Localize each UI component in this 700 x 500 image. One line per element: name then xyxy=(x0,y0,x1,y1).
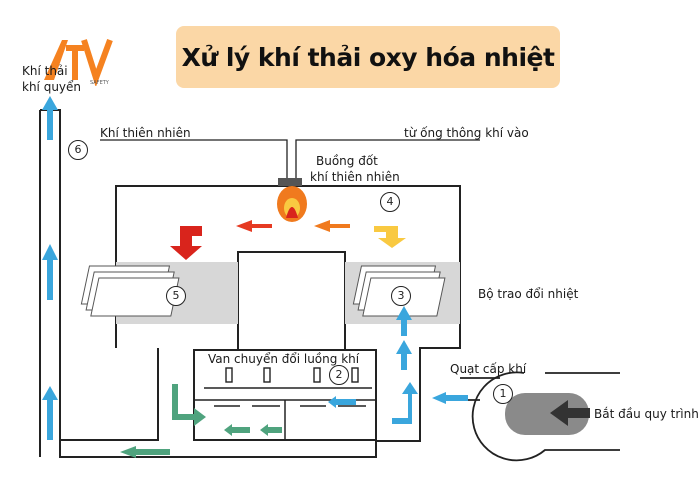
burner-head xyxy=(278,178,302,186)
gas-pipe xyxy=(100,139,288,180)
hot-flow-arrows xyxy=(170,220,406,260)
green-flow-arrows xyxy=(120,384,282,458)
label-heat-exchanger: Bộ trao đổi nhiệt xyxy=(478,287,579,301)
label-start: Bắt đầu quy trình xyxy=(594,407,699,421)
label-burner-line1: Buồng đốt xyxy=(316,154,378,168)
blue-inlet-arrows xyxy=(328,306,468,424)
media-sheets-left xyxy=(80,265,180,317)
page-title: Xử lý khí thải oxy hóa nhiệt xyxy=(181,42,555,72)
step-badge-1: 1 xyxy=(493,384,513,404)
exhaust-duct-inner-right xyxy=(59,110,159,441)
process-start-arrow xyxy=(550,400,590,426)
blue-exhaust-arrows xyxy=(42,96,58,440)
step-badge-3: 3 xyxy=(391,286,411,306)
center-block xyxy=(237,251,346,350)
step-badge-2: 2 xyxy=(329,365,349,385)
step-badge-5: 5 xyxy=(166,286,186,306)
logo-subtext: SAFETY xyxy=(90,80,110,86)
valve-stems xyxy=(204,367,372,407)
label-vent-intake: từ ống thông khí vào xyxy=(404,126,529,140)
step-badge-6: 6 xyxy=(68,140,88,160)
flame-icon xyxy=(277,186,307,222)
step-badge-4: 4 xyxy=(380,192,400,212)
title-banner: Xử lý khí thải oxy hóa nhiệt xyxy=(176,26,560,88)
label-exhaust-line1: Khí thải xyxy=(22,64,68,78)
label-natural-gas: Khí thiên nhiên xyxy=(100,126,191,140)
label-valve: Van chuyển đổi luồng khí xyxy=(208,352,360,366)
vent-pipe xyxy=(295,139,480,180)
label-exhaust-line2: khí quyển xyxy=(22,80,82,94)
label-burner-line2: khí thiên nhiên xyxy=(310,170,400,184)
label-fan: Quạt cấp khí xyxy=(450,362,527,376)
atv-logo: SAFETY xyxy=(44,38,113,86)
